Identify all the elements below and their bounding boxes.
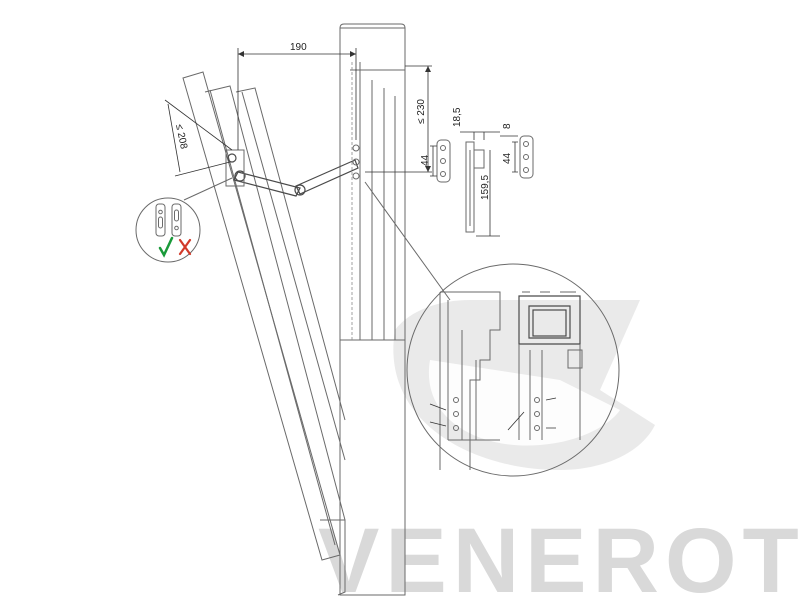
- dimension-width: 190: [237, 42, 357, 150]
- cross-icon: [178, 238, 192, 256]
- dim-slant-label: ≤ 208: [173, 123, 189, 150]
- plate-right: 8 44: [500, 123, 534, 179]
- dim-offset-a-label: 18,5: [452, 107, 463, 127]
- plate-left: 44: [420, 139, 451, 183]
- dimension-slant: ≤ 208: [164, 99, 233, 177]
- fixed-frame: [339, 23, 406, 596]
- dim-pitch-left-label: 44: [420, 154, 431, 166]
- dim-height-label: ≤ 230: [416, 99, 427, 124]
- tilted-sash: [182, 71, 346, 596]
- dim-offset-b-label: 8: [502, 123, 513, 129]
- dim-arm-length-label: 159,5: [480, 175, 491, 200]
- detail-circle-orientation: [135, 177, 233, 263]
- dim-pitch-right-label: 44: [502, 152, 513, 164]
- watermark-brand: VENEROTA: [318, 510, 800, 600]
- dimension-height: ≤ 230: [365, 65, 432, 173]
- watermark-logo: VENEROTA: [318, 300, 800, 600]
- detail-circle-profiles: [364, 181, 620, 477]
- stay-arm: [225, 144, 360, 197]
- dim-width-label: 190: [290, 42, 307, 53]
- stay-arm-side-view: 18,5 159,5: [452, 107, 500, 237]
- checkmark-icon: [158, 236, 174, 258]
